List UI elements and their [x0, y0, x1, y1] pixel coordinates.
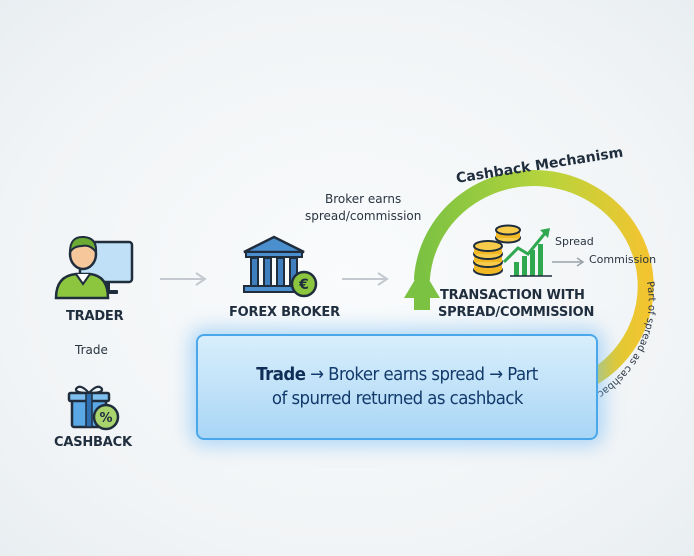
svg-text:€: €: [298, 277, 309, 293]
arrow-to-commission: [552, 254, 586, 272]
callout-line1: Trade → Broker earns spread → Part: [256, 363, 538, 387]
bank-euro-icon: €: [240, 234, 320, 305]
broker-earns-line1: Broker earns: [325, 192, 402, 206]
transaction-line2: SPREAD/COMMISSION: [438, 305, 595, 320]
trader-label: TRADER: [66, 309, 124, 324]
trader-icon: [52, 232, 142, 307]
broker-label: FOREX BROKER: [229, 305, 340, 320]
trade-label: Trade: [75, 343, 108, 357]
spread-label: Spread: [555, 235, 594, 248]
arrow-trader-to-broker: [158, 271, 210, 287]
svg-text:%: %: [99, 411, 112, 426]
summary-callout: Trade → Broker earns spread → Part of sp…: [196, 334, 598, 440]
arrow-broker-to-transaction: [340, 271, 392, 287]
broker-earns-line2: spread/commission: [305, 209, 422, 223]
transaction-line1: TRANSACTION WITH: [440, 288, 585, 303]
commission-label: Commission: [589, 253, 657, 266]
callout-line1-rest: → Broker earns spread → Part: [305, 364, 538, 385]
cashback-label: CASHBACK: [54, 435, 132, 450]
callout-line2: of spurred returned as cashback: [271, 388, 523, 409]
callout-line1-bold: Trade: [256, 364, 306, 385]
gift-percent-icon: %: [66, 383, 122, 438]
coins-chart-icon: [470, 218, 554, 285]
